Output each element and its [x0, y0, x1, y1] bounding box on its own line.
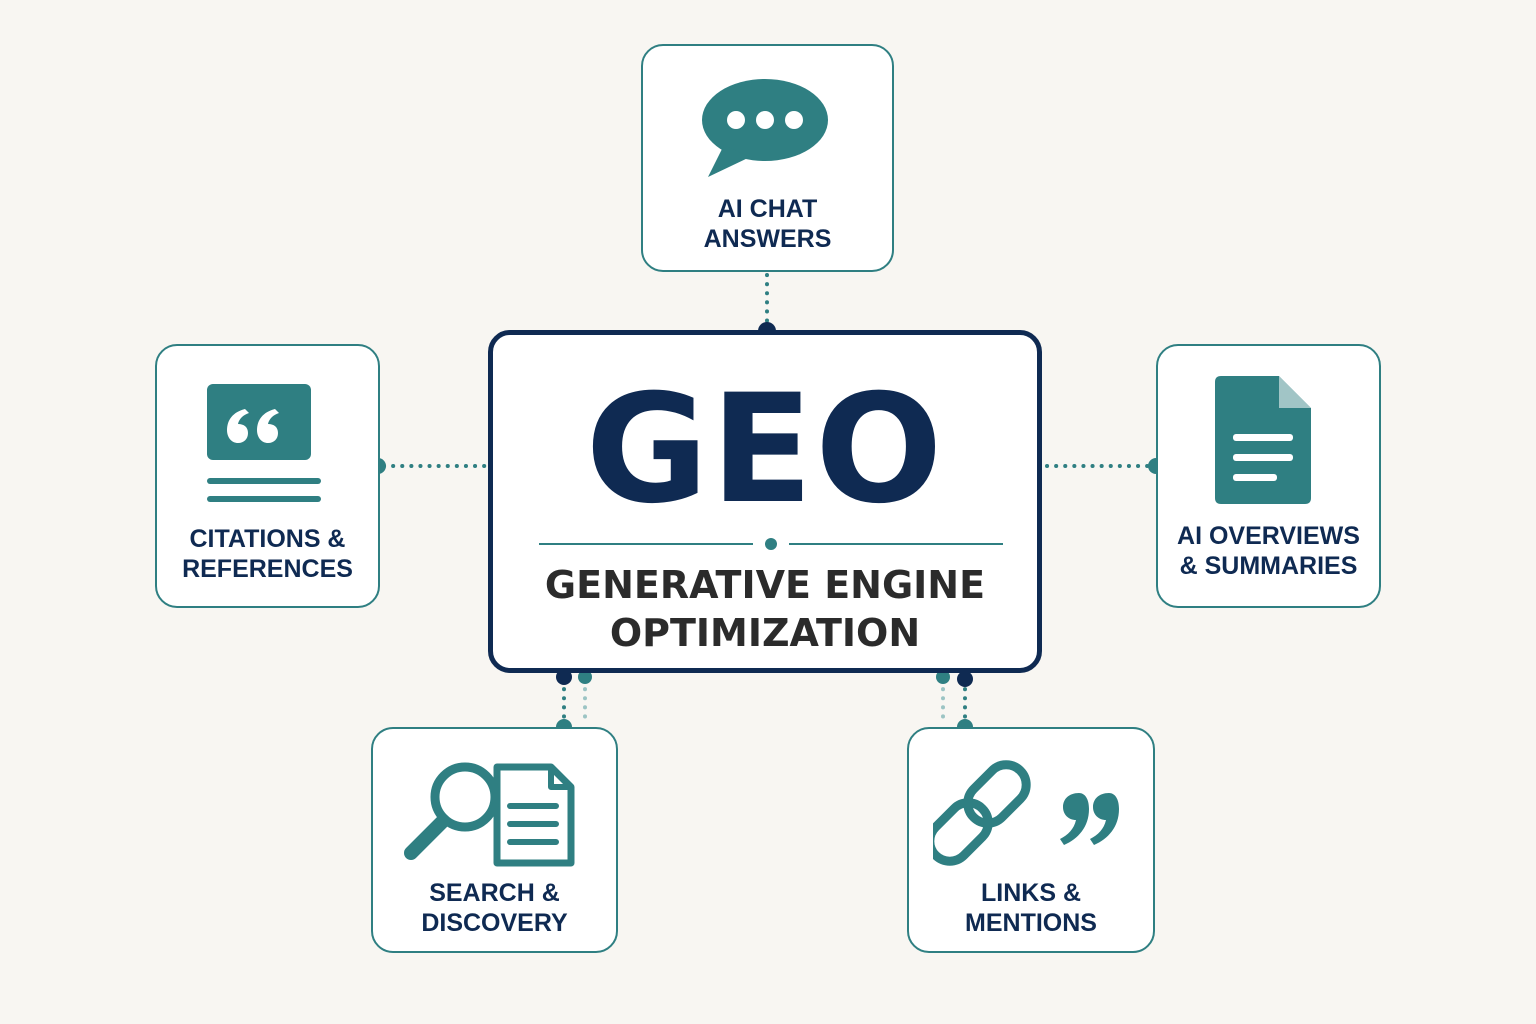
node-links-label: LINKS & MENTIONS	[909, 878, 1153, 938]
document-icon	[1215, 376, 1311, 504]
node-links-line1: LINKS &	[981, 879, 1081, 907]
node-citations-line1: CITATIONS &	[189, 525, 346, 553]
connector-dot-bl-1	[556, 669, 572, 685]
node-links-mentions: LINKS & MENTIONS	[907, 727, 1155, 953]
node-ai-chat-line1: AI CHAT	[717, 195, 818, 223]
magnifier-document-icon	[404, 762, 575, 867]
node-citations-line2: REFERENCES	[182, 555, 353, 583]
node-links-line2: MENTIONS	[965, 909, 1097, 937]
chain-link-quote-icon	[933, 760, 1119, 866]
node-citations-label: CITATIONS & REFERENCES	[157, 524, 378, 584]
geo-subtitle-line1: GENERATIVE ENGINE	[544, 563, 986, 607]
node-search-discovery: SEARCH & DISCOVERY	[371, 727, 618, 953]
node-search-line1: SEARCH &	[429, 879, 560, 907]
node-ai-chat-answers: AI CHAT ANSWERS	[641, 44, 894, 272]
connector-dot-br-1	[936, 670, 950, 684]
node-citations-references: CITATIONS & REFERENCES	[155, 344, 380, 608]
connector-dot-bl-2	[578, 670, 592, 684]
node-search-line2: DISCOVERY	[421, 909, 568, 937]
node-overviews-line2: & SUMMARIES	[1179, 552, 1358, 580]
node-overviews-label: AI OVERVIEWS & SUMMARIES	[1158, 521, 1379, 581]
geo-title: GEO	[585, 363, 945, 537]
geo-center-box: GEO GENERATIVE ENGINE OPTIMIZATION	[488, 330, 1042, 673]
connector-dot-br-2	[957, 671, 973, 687]
title-divider	[539, 538, 1003, 550]
quote-card-icon	[207, 384, 321, 502]
geo-subtitle-line2: OPTIMIZATION	[609, 611, 921, 655]
chat-bubble-icon	[702, 79, 828, 177]
node-search-label: SEARCH & DISCOVERY	[373, 878, 616, 938]
geo-subtitle: GENERATIVE ENGINE OPTIMIZATION	[493, 561, 1037, 657]
node-ai-chat-line2: ANSWERS	[703, 225, 832, 253]
node-ai-overviews-summaries: AI OVERVIEWS & SUMMARIES	[1156, 344, 1381, 608]
node-ai-chat-label: AI CHAT ANSWERS	[643, 194, 892, 254]
node-overviews-line1: AI OVERVIEWS	[1177, 522, 1360, 550]
